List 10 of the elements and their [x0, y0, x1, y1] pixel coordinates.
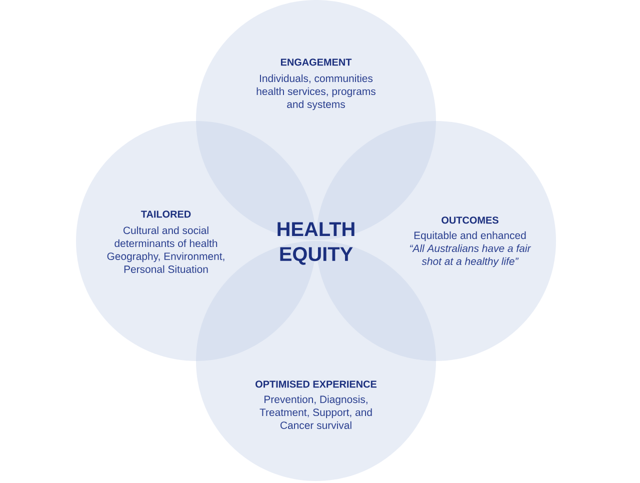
center-title: HEALTH EQUITY	[278, 222, 354, 265]
description-text: Equitable and enhanced	[414, 231, 526, 242]
description-text: Prevention, Diagnosis, Treatment, Support, and Cancer survival	[260, 395, 372, 429]
description-text: Cultural and social determinants of health Geography, Environment, Personal Situation	[107, 226, 224, 273]
circle-heading: ENGAGEMENT	[280, 58, 352, 66]
circle-heading: TAILORED	[141, 210, 191, 218]
quote-text: “All Australians have a fair shot at a healthy life”	[410, 244, 532, 268]
description-text: Individuals, communities health services, programs and systems	[256, 74, 376, 110]
circle-heading: OPTIMISED EXPERIENCE	[256, 380, 377, 388]
circle-heading: OUTCOMES	[442, 216, 498, 224]
